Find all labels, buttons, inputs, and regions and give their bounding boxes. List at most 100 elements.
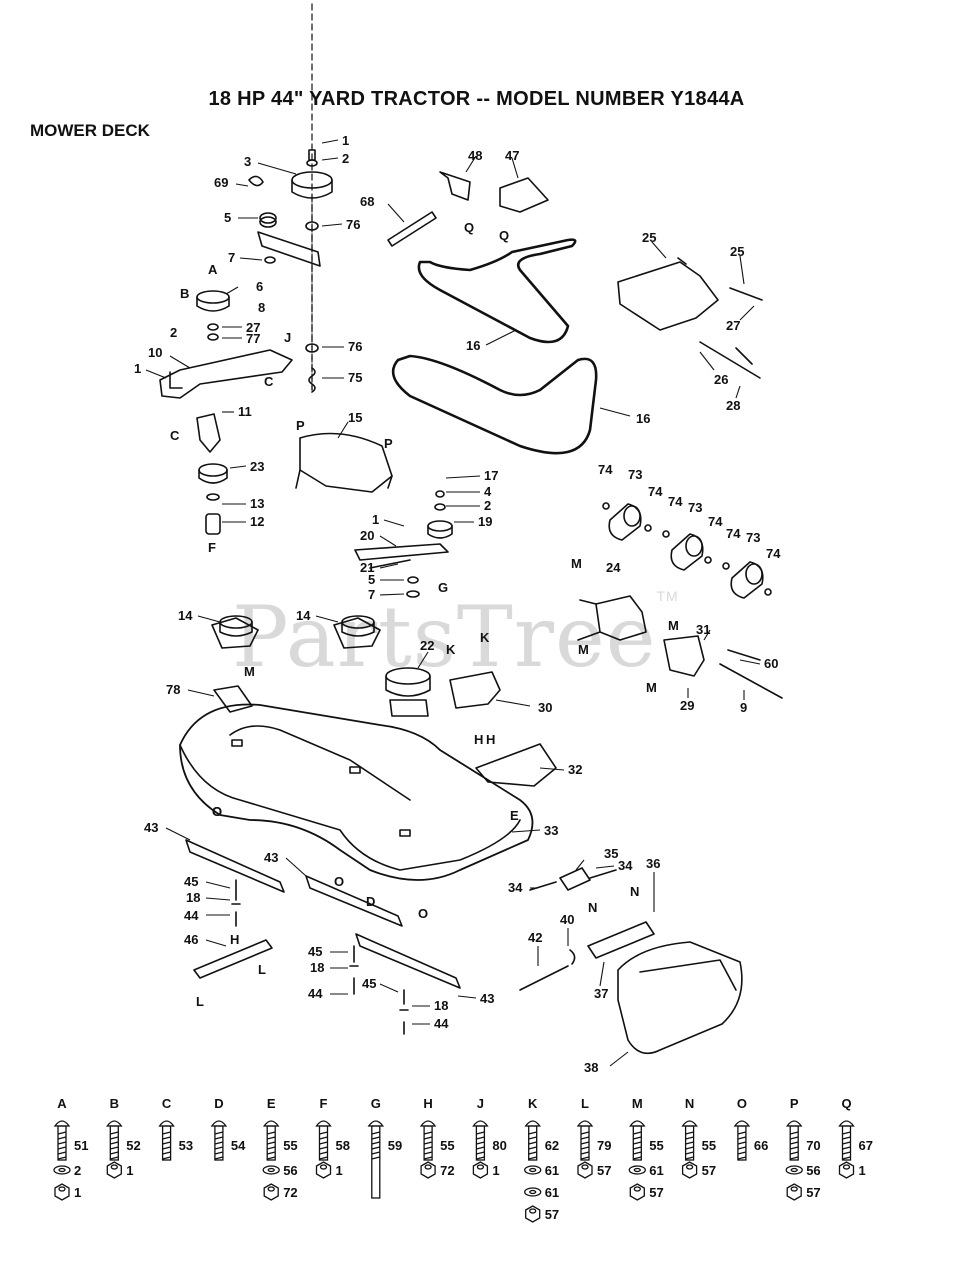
legend-part-number: 55 — [440, 1138, 454, 1153]
spacer-12 — [205, 513, 221, 535]
ref-letter: O — [212, 804, 222, 819]
callout-label: 45 — [184, 874, 198, 889]
callout-label: 74 — [648, 484, 663, 499]
callout-label: 27 — [246, 320, 260, 335]
nut-icon — [106, 1161, 122, 1179]
callout-label: 48 — [468, 148, 482, 163]
rod-9 — [719, 663, 783, 699]
arm-11 — [196, 413, 221, 453]
bolt-icon — [262, 1120, 280, 1161]
ref-letter: Q — [464, 220, 474, 235]
callout-label: 43 — [480, 991, 494, 1006]
legend-part-number: 62 — [545, 1138, 559, 1153]
callout-label: 8 — [258, 300, 265, 315]
ref-letter: K — [446, 642, 456, 657]
bracket-35 — [559, 867, 591, 891]
callout-label: 28 — [726, 398, 740, 413]
legend-part-number: 58 — [336, 1138, 350, 1153]
legend-letter: O — [737, 1096, 747, 1111]
legend-part-number: 61 — [545, 1185, 559, 1200]
callout-label: 17 — [484, 468, 498, 483]
callout-label: 18 — [310, 960, 324, 975]
washer-icon — [262, 1165, 280, 1175]
legend-part-number: 55 — [649, 1138, 663, 1153]
callout-label: 75 — [348, 370, 362, 385]
callout-label: 37 — [594, 986, 608, 1001]
bolt-icon — [733, 1120, 751, 1161]
callout-label: 1 — [342, 133, 349, 148]
ref-letter: P — [296, 418, 305, 433]
legend-letter: D — [214, 1096, 223, 1111]
ref-letter: D — [366, 894, 375, 909]
ref-letter: M — [571, 556, 582, 571]
ref-letter: H — [474, 732, 483, 747]
callout-label: 7 — [368, 587, 375, 602]
legend-part-number: 61 — [649, 1163, 663, 1178]
callout-label: 18 — [186, 890, 200, 905]
bolt-icon — [785, 1120, 803, 1161]
ref-letter: F — [208, 540, 216, 555]
roller-73-c — [730, 561, 764, 599]
callout-label: 40 — [560, 912, 574, 927]
nut-icon — [315, 1161, 332, 1179]
legend-column-g: G59 — [367, 1096, 402, 1199]
callout-label: 3 — [244, 154, 251, 169]
ref-letter: N — [588, 900, 597, 915]
callout-label: 78 — [166, 682, 180, 697]
legend-part-number: 57 — [649, 1185, 663, 1200]
nut-icon — [629, 1183, 645, 1201]
blade-43-left — [185, 839, 285, 893]
callout-label: 77 — [246, 331, 260, 346]
ref-letter: P — [384, 436, 393, 451]
legend-part-number: 57 — [597, 1163, 611, 1178]
legend-part-number: 59 — [388, 1138, 402, 1153]
callout-label: 43 — [264, 850, 278, 865]
callout-label: 5 — [368, 572, 375, 587]
ref-letter: O — [418, 906, 428, 921]
callout-labels: 1 2 3 69 5 76 68 48 47 7 8 6 27 77 2 10 … — [134, 133, 781, 1075]
callout-label: 16 — [466, 338, 480, 353]
bolt-icon — [53, 1120, 71, 1161]
bracket-24 — [595, 595, 647, 641]
callout-label: 29 — [680, 698, 694, 713]
callout-label: 23 — [250, 459, 264, 474]
callout-label: 7 — [228, 250, 235, 265]
washer-icon — [524, 1187, 542, 1197]
callout-label: 6 — [256, 279, 263, 294]
hardware-legend: A5121B521C53D54E555672F581G59H5572J801K6… — [53, 1096, 873, 1223]
ref-letter: L — [196, 994, 204, 1009]
legend-letter: J — [477, 1096, 484, 1111]
callout-label: 47 — [505, 148, 519, 163]
legend-part-number: 1 — [74, 1185, 81, 1200]
spring-40 — [569, 949, 576, 965]
nut-icon — [681, 1161, 698, 1179]
bracket-47 — [499, 177, 549, 213]
callout-label: 43 — [144, 820, 158, 835]
legend-letter: L — [581, 1096, 589, 1111]
callout-label: 32 — [568, 762, 582, 777]
ref-letter: M — [578, 642, 589, 657]
nut-icon — [54, 1183, 70, 1201]
legend-letter: E — [267, 1096, 276, 1111]
ref-letter: E — [510, 808, 519, 823]
callout-label: 44 — [184, 908, 199, 923]
callout-label: 76 — [346, 217, 360, 232]
callout-label: 27 — [726, 318, 740, 333]
legend-letter: M — [632, 1096, 643, 1111]
legend-column-m: M 55 61 57 — [628, 1096, 664, 1201]
ref-letter: A — [208, 262, 218, 277]
callout-label: 11 — [238, 404, 252, 419]
bracket-48 — [439, 171, 471, 201]
rod-42 — [519, 965, 569, 991]
idler-bracket-10 — [159, 349, 293, 399]
callout-label: 33 — [544, 823, 558, 838]
legend-letter: B — [110, 1096, 119, 1111]
callout-label: 68 — [360, 194, 374, 209]
